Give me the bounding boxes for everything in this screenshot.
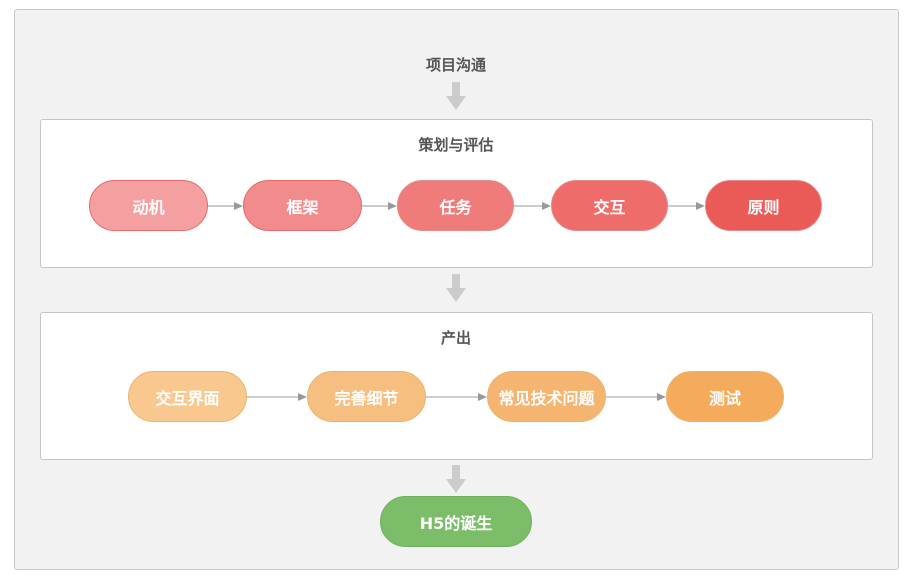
- connector-arrow-p2: [362, 202, 397, 210]
- connector-arrow-p3: [514, 202, 551, 210]
- top-title: 项目沟通: [425, 56, 487, 74]
- step-principle: 原则: [705, 180, 822, 231]
- connector-arrow-p4: [668, 202, 705, 210]
- connector-arrow-p1: [208, 202, 243, 210]
- step-motivation: 动机: [89, 180, 208, 231]
- step-common-tech-issues: 常见技术问题: [487, 371, 606, 422]
- step-refine-details: 完善细节: [307, 371, 426, 422]
- step-testing: 测试: [666, 371, 784, 422]
- connector-arrow-o1: [247, 393, 307, 401]
- step-framework: 框架: [243, 180, 362, 231]
- connector-arrow-o2: [426, 393, 487, 401]
- planning-title: 策划与评估: [418, 136, 494, 154]
- step-task: 任务: [397, 180, 514, 231]
- down-arrow-2: [446, 274, 466, 302]
- step-interaction-ui: 交互界面: [128, 371, 247, 422]
- step-interaction: 交互: [551, 180, 668, 231]
- result-h5-birth: H5的诞生: [380, 496, 532, 547]
- down-arrow-1: [446, 82, 466, 110]
- connector-arrow-o3: [606, 393, 666, 401]
- output-title: 产出: [440, 329, 472, 347]
- down-arrow-3: [446, 465, 466, 493]
